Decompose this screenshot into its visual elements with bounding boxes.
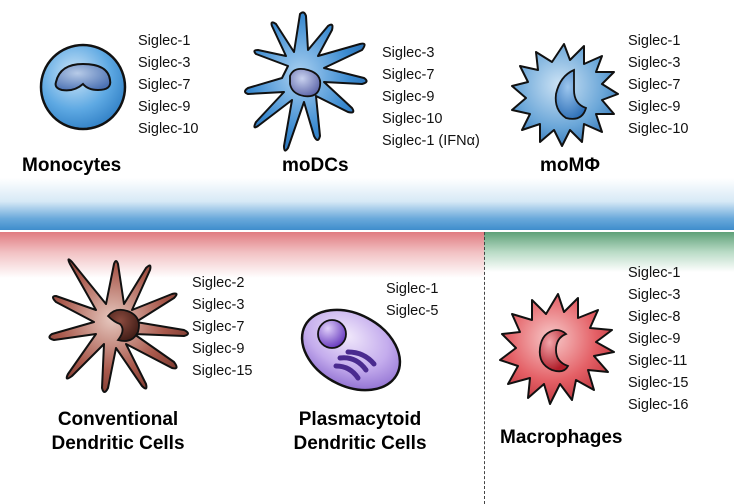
siglec-item: Siglec-3 — [628, 55, 681, 71]
modcs-siglec-list: Siglec-3 Siglec-7 Siglec-9 Siglec-10 Sig… — [382, 42, 480, 152]
siglec-item: Siglec-3 — [192, 297, 245, 313]
conventional-dc-title-line1: Conventional — [57, 409, 179, 430]
siglec-item: Siglec-7 — [138, 77, 191, 93]
siglec-item: Siglec-15 — [192, 363, 253, 379]
siglec-item: Siglec-11 — [628, 353, 688, 369]
siglec-item: Siglec-1 — [628, 265, 681, 281]
siglec-item: Siglec-9 — [628, 331, 681, 347]
siglec-item: Siglec-1 — [386, 281, 439, 297]
siglec-item: Siglec-1 — [628, 33, 681, 49]
conventional-dc-title: Conventional Dendritic Cells — [28, 408, 208, 456]
siglec-item: Siglec-3 — [628, 287, 681, 303]
macrophages-title: Macrophages — [500, 427, 623, 448]
modc-cell-icon — [244, 11, 368, 152]
siglec-item: Siglec-9 — [382, 89, 435, 105]
siglec-item: Siglec-7 — [628, 77, 681, 93]
siglec-item: Siglec-1 (IFNα) — [382, 133, 480, 149]
momphi-title: moMΦ — [540, 155, 600, 176]
siglec-item: Siglec-5 — [386, 303, 439, 319]
siglec-item: Siglec-16 — [628, 397, 689, 413]
siglec-item: Siglec-10 — [382, 111, 443, 127]
green-gradient-band — [484, 232, 734, 272]
siglec-item: Siglec-7 — [382, 67, 435, 83]
siglec-item: Siglec-15 — [628, 375, 689, 391]
siglec-item: Siglec-9 — [192, 341, 245, 357]
blue-gradient-band — [0, 178, 734, 230]
monocytes-title: Monocytes — [22, 155, 122, 176]
conventional-dc-cell-icon — [48, 258, 189, 393]
plasmacytoid-dc-title-line1: Plasmacytoid — [298, 409, 422, 430]
macrophage-cell-icon — [499, 293, 615, 405]
siglec-item: Siglec-9 — [138, 99, 191, 115]
modcs-title: moDCs — [282, 155, 349, 176]
monocytes-siglec-list: Siglec-1 Siglec-3 Siglec-7 Siglec-9 Sigl… — [138, 30, 198, 140]
siglec-item: Siglec-3 — [138, 55, 191, 71]
plasmacytoid-dc-cell-icon — [300, 308, 402, 392]
monocyte-cell-icon — [39, 43, 127, 131]
siglec-item: Siglec-7 — [192, 319, 245, 335]
siglec-item: Siglec-10 — [138, 121, 199, 137]
dashed-divider — [484, 232, 485, 504]
plasmacytoid-dc-siglec-list: Siglec-1 Siglec-5 — [386, 278, 438, 322]
siglec-item: Siglec-10 — [628, 121, 689, 137]
conventional-dc-siglec-list: Siglec-2 Siglec-3 Siglec-7 Siglec-9 Sigl… — [192, 272, 252, 382]
siglec-item: Siglec-8 — [628, 309, 681, 325]
siglec-item: Siglec-9 — [628, 99, 681, 115]
momphi-siglec-list: Siglec-1 Siglec-3 Siglec-7 Siglec-9 Sigl… — [628, 30, 688, 140]
plasmacytoid-dc-title-line2: Dendritic Cells — [293, 433, 427, 454]
conventional-dc-title-line2: Dendritic Cells — [51, 433, 185, 454]
macrophages-siglec-list: Siglec-1 Siglec-3 Siglec-8 Siglec-9 Sigl… — [628, 262, 688, 416]
red-gradient-band — [0, 232, 484, 278]
siglec-item: Siglec-2 — [192, 275, 245, 291]
siglec-item: Siglec-3 — [382, 45, 435, 61]
plasmacytoid-dc-title: Plasmacytoid Dendritic Cells — [270, 408, 450, 456]
momphi-cell-icon — [511, 43, 619, 147]
siglec-item: Siglec-1 — [138, 33, 191, 49]
